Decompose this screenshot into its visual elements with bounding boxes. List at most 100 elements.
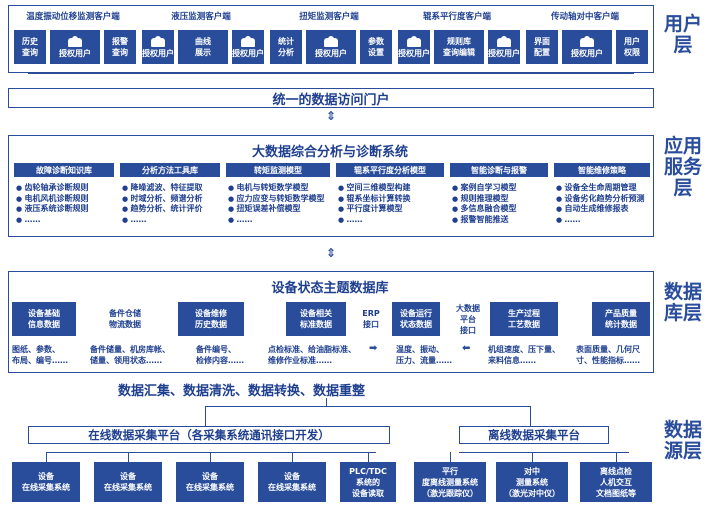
client-function-button[interactable]: 用户 权限 xyxy=(616,30,648,64)
arrow-portal-to-analysis: ⇕ xyxy=(326,109,337,123)
source-connector xyxy=(616,452,617,462)
users-icon xyxy=(324,35,338,47)
module-item: 报警智能推送 xyxy=(452,215,554,226)
database-category: 大数据 平台 接口 xyxy=(450,302,486,336)
module-item: 规则推理模型 xyxy=(452,194,554,205)
database-category: 设备基础 信息数据 xyxy=(12,302,76,336)
module-header: 智能维修策略 xyxy=(554,163,650,177)
platform-connector-right xyxy=(530,406,531,426)
box-label: 授权用户 xyxy=(59,48,91,58)
database-detail: 点检标准、给油脂标准、 维修作业标准…… xyxy=(268,345,356,365)
module-item-list: 降噪滤波、特征提取时域分析、频谱分析趋势分析、统计评价…… xyxy=(122,183,226,225)
module-item: 电机风机诊断规则 xyxy=(16,194,120,205)
database-category: 产品质量 统计数据 xyxy=(592,302,650,336)
layer-label-app: 应用服务层 xyxy=(663,135,702,199)
client-function-button[interactable]: 统计 分析 xyxy=(270,30,302,64)
module-item: 设备全生命周期管理 xyxy=(556,183,656,194)
box-label: 授权用户 xyxy=(571,48,603,58)
module-item: 平行度计算模型 xyxy=(338,204,450,215)
client-function-button[interactable]: 参数 设置 xyxy=(360,30,392,64)
module-item: …… xyxy=(556,215,656,226)
database-detail: 表面质量、几何尺 寸、性能指标…… xyxy=(576,345,640,365)
data-source-system: 对中 测量系统 （激光对中仪） xyxy=(496,462,568,502)
platform-connector-top xyxy=(205,406,530,407)
client-title: 辊系平行度客户端 xyxy=(422,12,491,22)
box-label: 授权用户 xyxy=(142,48,174,58)
module-item: 降噪滤波、特征提取 xyxy=(122,183,226,194)
client-title: 液压监测客户端 xyxy=(171,12,231,22)
database-category: 生产过程 工艺数据 xyxy=(490,302,558,336)
portal-label: 统一的数据访问门户 xyxy=(272,92,390,108)
box-label: 用户 权限 xyxy=(624,37,640,57)
client-function-button[interactable]: 规则库 查询编辑 xyxy=(434,30,484,64)
box-label: 曲线 展示 xyxy=(195,37,211,57)
module-header: 智能诊断与报警 xyxy=(450,163,548,177)
client-function-button[interactable]: 界面 配置 xyxy=(526,30,558,64)
online-platform: 在线数据采集平台（各采集系统通讯接口开发） xyxy=(28,426,390,444)
module-header: 转矩监测模型 xyxy=(226,163,330,177)
box-label: 参数 设置 xyxy=(368,37,384,57)
data-source-system: 设备 在线采集系统 xyxy=(94,462,162,502)
platform-connector-mid xyxy=(326,398,327,407)
client-function-button[interactable]: 报警 查询 xyxy=(104,30,136,64)
module-item: …… xyxy=(338,215,450,226)
module-header: 辊系平行度分析模型 xyxy=(336,163,444,177)
box-label: 授权用户 xyxy=(232,48,264,58)
users-icon xyxy=(68,35,82,47)
module-item: 趋势分析、统计评价 xyxy=(122,204,226,215)
database-detail: 备件编号、 检修内容…… xyxy=(196,345,244,365)
source-connector xyxy=(292,452,293,462)
data-source-system: 设备 在线采集系统 xyxy=(258,462,326,502)
database-detail: 温度、振动、 压力、流量…… xyxy=(396,345,452,365)
module-item: 时域分析、频谱分析 xyxy=(122,194,226,205)
source-connector xyxy=(450,452,451,462)
client-function-button[interactable]: 历史 查询 xyxy=(14,30,46,64)
data-source-system: PLC/TDC 系统的 设备读取 xyxy=(340,462,396,502)
data-access-portal: 统一的数据访问门户 xyxy=(8,88,654,108)
database-title: 设备状态主题数据库 xyxy=(271,281,389,296)
authorized-user-box: 授权用户 xyxy=(232,30,264,64)
database-category: 设备相关 标准数据 xyxy=(286,302,346,336)
user-connector-line xyxy=(28,73,634,74)
authorized-user-box: 授权用户 xyxy=(50,30,100,64)
module-item: 设备劣化趋势分析预测 xyxy=(556,194,656,205)
database-category: 备件仓储 物流数据 xyxy=(92,302,158,336)
authorized-user-box: 授权用户 xyxy=(488,30,520,64)
arrow-analysis-to-db: ⇕ xyxy=(326,246,337,260)
client-title: 扭矩监测客户端 xyxy=(299,12,359,22)
box-label: 授权用户 xyxy=(488,48,520,58)
client-function-button[interactable]: 曲线 展示 xyxy=(178,30,228,64)
box-label: 授权用户 xyxy=(315,48,347,58)
module-item: 自动生成维修报表 xyxy=(556,204,656,215)
users-icon xyxy=(151,35,165,47)
box-label: 规则库 查询编辑 xyxy=(443,37,475,57)
source-connector xyxy=(210,452,211,462)
source-connector xyxy=(46,452,47,462)
module-item-list: 电机与转矩数学模型应力应变与转矩数学模型扭矩误差补偿模型…… xyxy=(228,183,336,225)
offline-platform: 离线数据采集平台 xyxy=(459,426,609,444)
layer-label-database: 数据库层 xyxy=(663,281,702,324)
users-icon xyxy=(241,35,255,47)
authorized-user-box: 授权用户 xyxy=(562,30,612,64)
module-item-list: 齿轮轴承诊断规则电机风机诊断规则液压系统诊断规则…… xyxy=(16,183,120,225)
module-item: 扭矩误差补偿模型 xyxy=(228,204,336,215)
module-header: 分析方法工具库 xyxy=(120,163,220,177)
data-source-system: 设备 在线采集系统 xyxy=(176,462,244,502)
module-item: 辊系坐标计算转换 xyxy=(338,194,450,205)
users-icon xyxy=(497,35,511,47)
module-item: 齿轮轴承诊断规则 xyxy=(16,183,120,194)
source-connector xyxy=(532,452,533,462)
module-header: 故障诊断知识库 xyxy=(14,163,114,177)
database-category: ERP 接口 xyxy=(356,302,386,336)
database-detail: 机组速度、压下量、 来料信息…… xyxy=(488,345,560,365)
module-item: 空间三维模型构建 xyxy=(338,183,450,194)
box-label: 授权用户 xyxy=(398,48,430,58)
module-item: …… xyxy=(228,215,336,226)
offline-source-connector xyxy=(459,452,629,453)
box-label: 历史 查询 xyxy=(22,37,38,57)
online-source-connector xyxy=(46,452,376,453)
platform-connector-left xyxy=(205,406,206,426)
arrow-erp: ➡ xyxy=(369,343,378,354)
layer-label-source: 数据源层 xyxy=(663,419,702,462)
box-label: 统计 分析 xyxy=(278,37,294,57)
